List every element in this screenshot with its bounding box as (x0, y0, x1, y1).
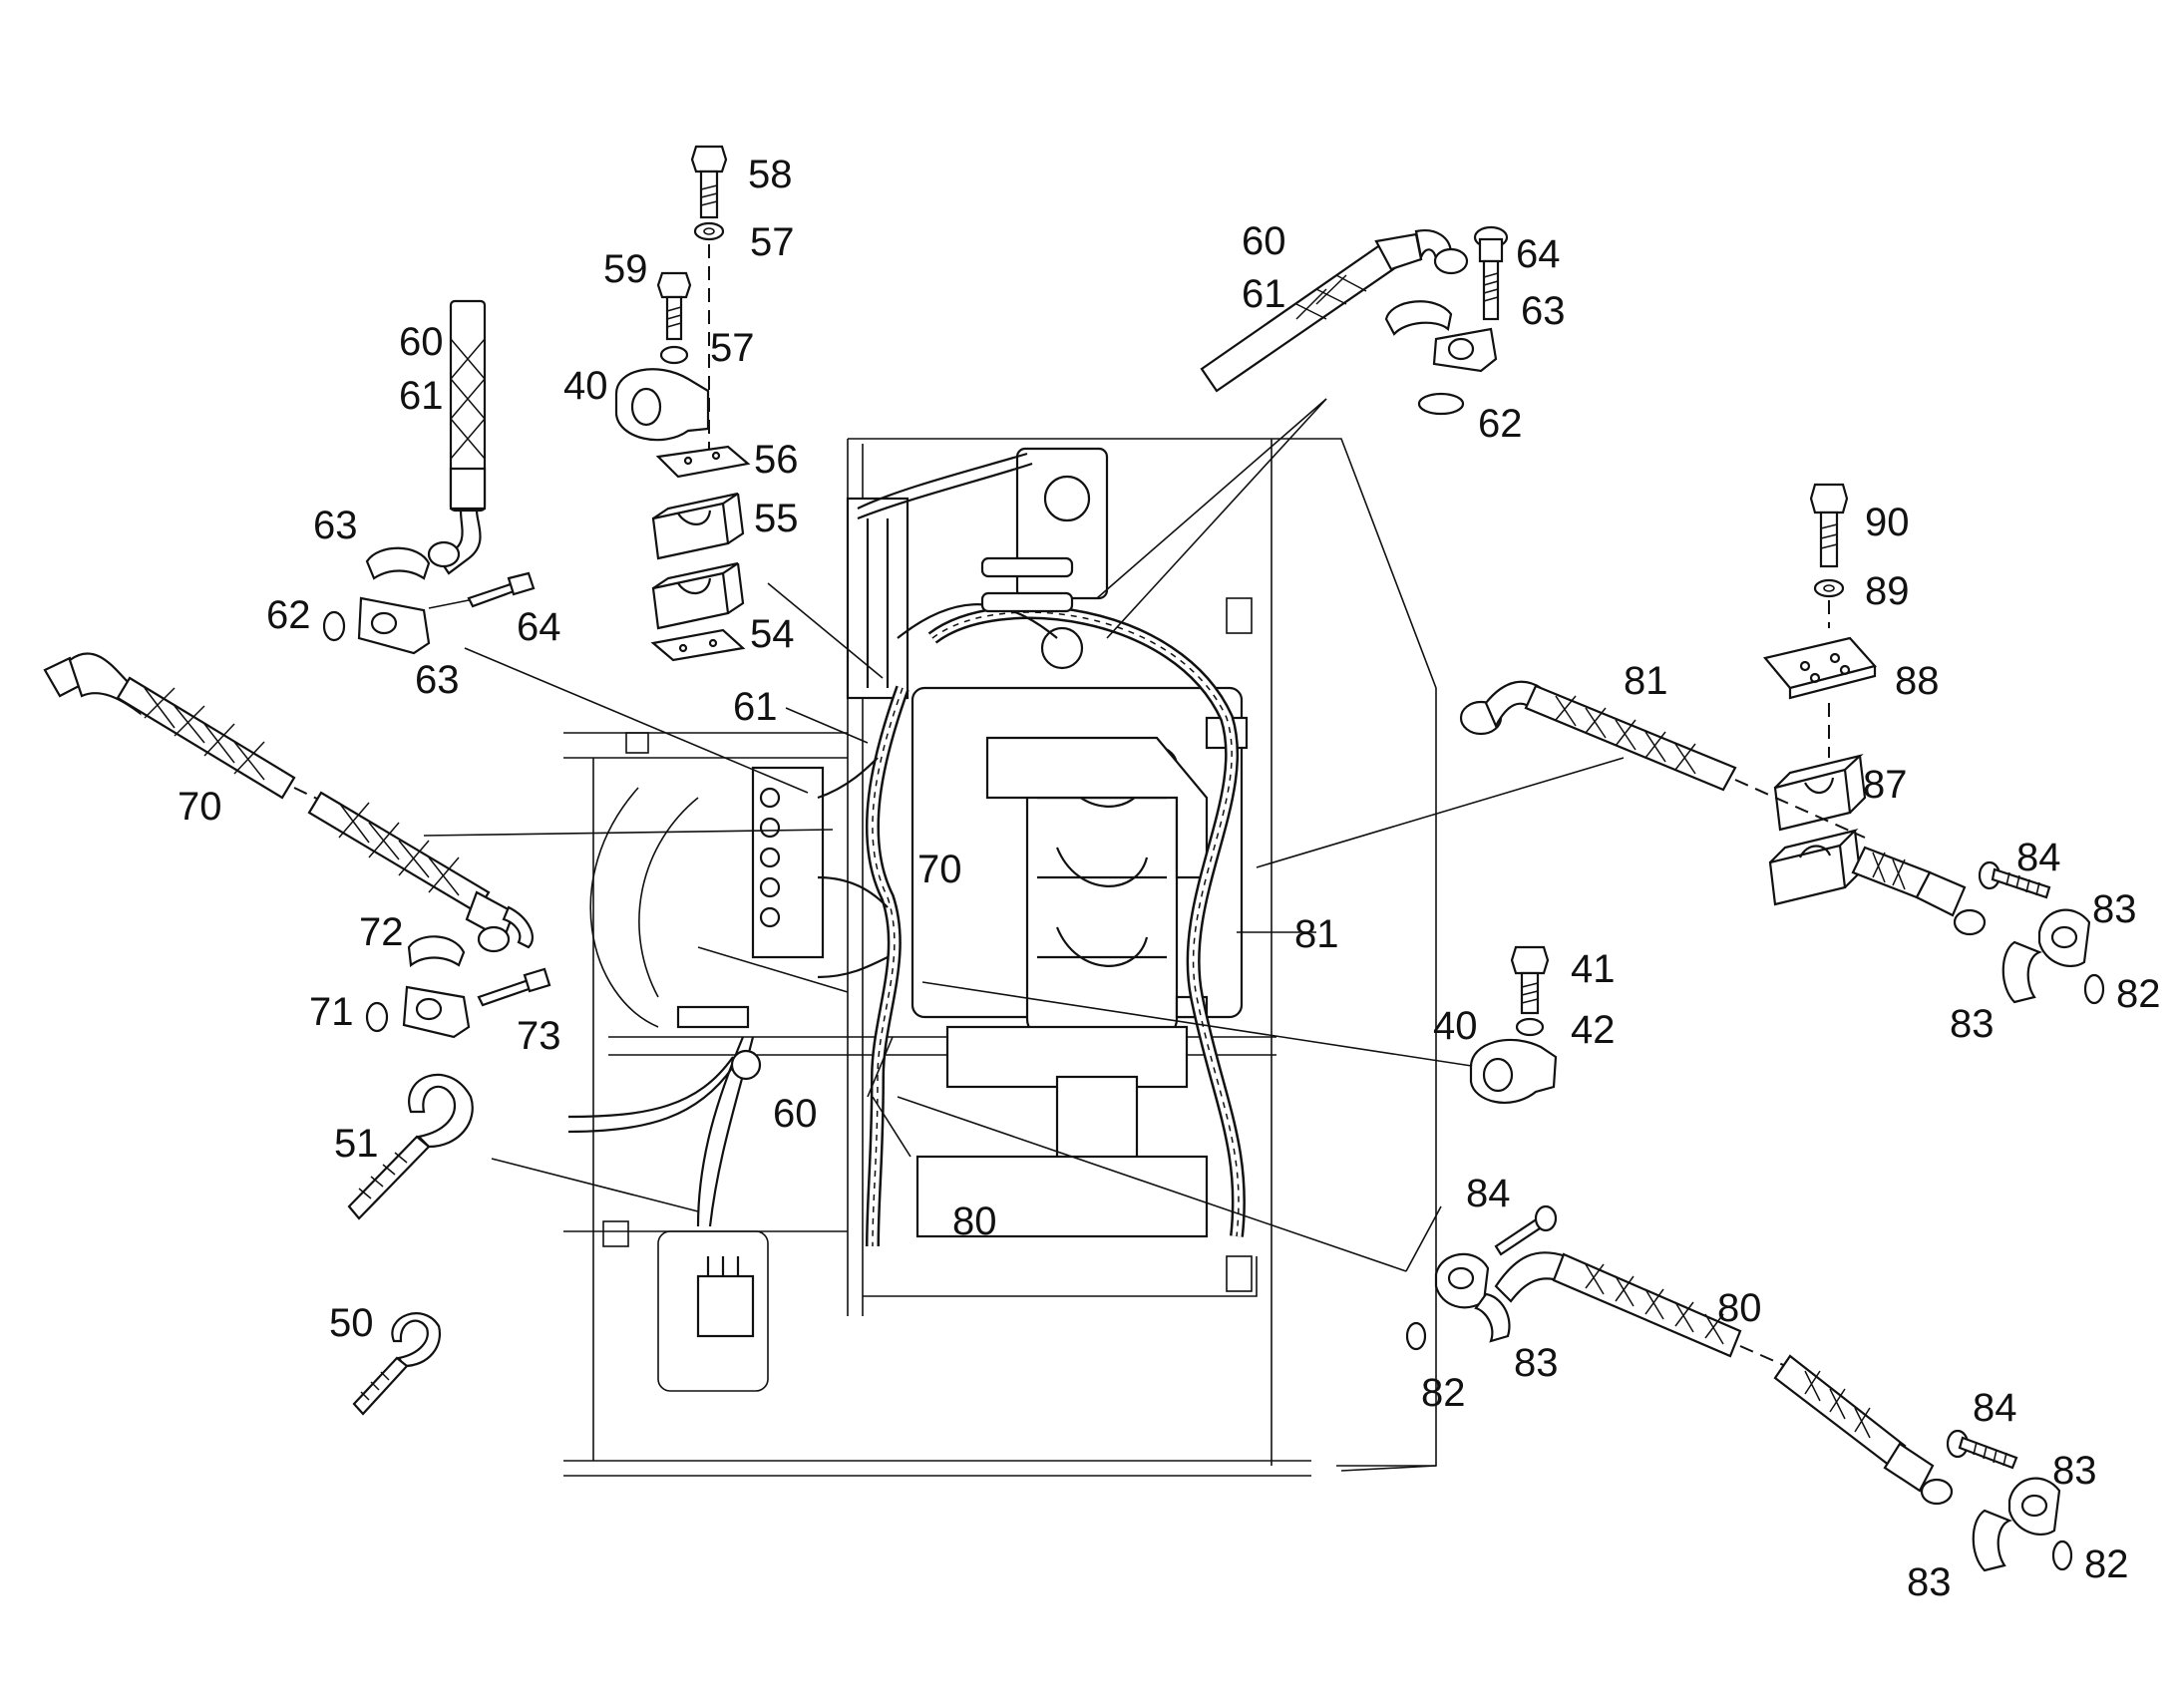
engine-block (676, 447, 1249, 1238)
label-42: 42 (1571, 1008, 1616, 1052)
leader-lines (423, 398, 1625, 1472)
label-41: 41 (1571, 947, 1616, 991)
label-82-lower-right: 82 (2084, 1542, 2129, 1586)
label-57-upper: 57 (750, 220, 795, 264)
label-83-lower-center: 83 (1514, 1341, 1559, 1385)
part-labels: 58 57 59 57 40 56 55 54 60 61 63 62 64 6… (178, 153, 2161, 1604)
clamp-stack-top (614, 145, 751, 662)
label-82-lower-center: 82 (1421, 1371, 1466, 1415)
label-80-lower-right: 80 (1717, 1286, 1762, 1330)
hose-assembly-left (43, 652, 551, 1039)
cable-ties (347, 1073, 474, 1416)
label-60-center: 60 (773, 1092, 818, 1136)
label-64-upper-left: 64 (517, 605, 561, 649)
label-50: 50 (329, 1301, 374, 1345)
label-54: 54 (750, 612, 795, 656)
hose-assembly-upper-left (322, 299, 536, 655)
label-80-center: 80 (952, 1199, 997, 1243)
label-82-right: 82 (2116, 972, 2161, 1016)
label-84-lower-right: 84 (1973, 1386, 2017, 1430)
label-57-lower: 57 (710, 326, 755, 370)
label-62-upper-right: 62 (1478, 402, 1523, 446)
label-72: 72 (359, 910, 404, 954)
label-61-center: 61 (733, 685, 778, 729)
hose-assembly-upper-right (1200, 225, 1509, 416)
machine-frame (563, 438, 1437, 1477)
label-51: 51 (334, 1122, 379, 1166)
label-89: 89 (1865, 569, 1910, 613)
label-40-right: 40 (1433, 1004, 1478, 1048)
label-84-lower-center: 84 (1466, 1172, 1511, 1215)
label-63-upper-left: 63 (313, 504, 358, 547)
label-63-upper-right: 63 (1521, 289, 1566, 333)
label-83-right-upper: 83 (2092, 887, 2137, 931)
hose-assembly-right (1459, 483, 2105, 1005)
label-87: 87 (1863, 763, 1908, 807)
label-63-lower-left: 63 (415, 658, 460, 702)
label-61-upper-left: 61 (399, 374, 444, 418)
label-71: 71 (309, 990, 354, 1034)
label-61-upper-right: 61 (1242, 272, 1286, 316)
label-81-center: 81 (1294, 912, 1339, 956)
label-55: 55 (754, 497, 799, 540)
label-83-lower-right-upper: 83 (2052, 1449, 2097, 1493)
label-84-right: 84 (2016, 836, 2061, 879)
label-56: 56 (754, 438, 799, 482)
label-81-right: 81 (1624, 659, 1668, 703)
label-70-left: 70 (178, 785, 222, 829)
label-83-lower-right-lower: 83 (1907, 1560, 1952, 1604)
label-58: 58 (748, 153, 793, 196)
label-70-center: 70 (917, 848, 962, 891)
label-88: 88 (1895, 659, 1940, 703)
label-40-upper: 40 (563, 364, 608, 408)
label-73: 73 (517, 1014, 561, 1058)
label-60-upper-right: 60 (1242, 219, 1286, 263)
label-59: 59 (603, 247, 648, 291)
label-62-upper-left: 62 (266, 593, 311, 637)
hose-assembly-lower-right (1405, 1204, 2073, 1572)
label-64-upper-right: 64 (1516, 232, 1561, 276)
clamp-assembly-right (1469, 945, 1558, 1104)
label-83-right-lower: 83 (1950, 1002, 1995, 1046)
label-90: 90 (1865, 501, 1910, 544)
label-60-upper-left: 60 (399, 320, 444, 364)
installed-hoses (567, 452, 1246, 1338)
